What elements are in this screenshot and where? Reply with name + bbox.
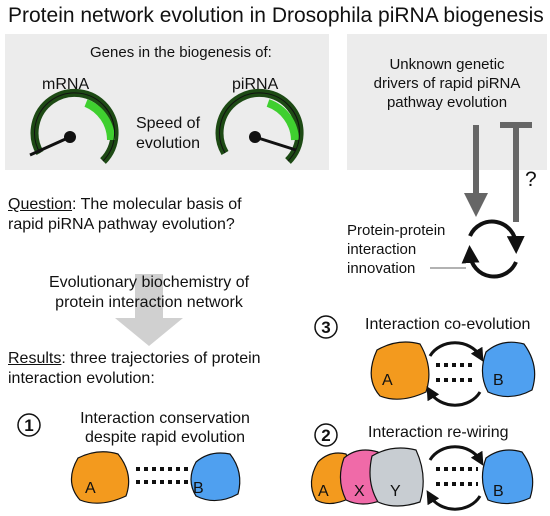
svg-text:A: A — [85, 480, 96, 497]
conservation-title-line1: Interaction conservation — [80, 410, 250, 427]
svg-text:B: B — [193, 480, 204, 497]
dotted-interaction-coevolution — [436, 363, 476, 382]
drivers-line2: drivers of rapid piRNA — [373, 75, 521, 92]
dotted-interaction-conservation — [136, 467, 188, 484]
unknown-question-mark: ? — [525, 168, 537, 191]
results-label: Results — [8, 350, 62, 367]
protein-y-rewiring — [369, 447, 424, 507]
protein-b-coevolution — [481, 341, 536, 398]
results-text: : three trajectories of protein — [61, 350, 261, 367]
svg-text:A: A — [382, 372, 393, 389]
rewiring-proteins: A X Y B — [310, 445, 534, 511]
conservation-proteins: A B — [70, 451, 241, 504]
speed-label-line1: Speed of — [135, 115, 201, 132]
svg-text:X: X — [354, 483, 365, 500]
coevolution-title: Interaction co-evolution — [365, 316, 531, 333]
svg-text:Y: Y — [390, 483, 401, 500]
trajectory-number-3: 3 — [314, 315, 338, 339]
trajectory-number-1: 1 — [17, 413, 41, 437]
question-text: : The molecular basis of — [72, 196, 242, 213]
gauge-pirna-label: piRNA — [232, 76, 279, 93]
coevolution-proteins: A B — [370, 341, 536, 407]
gauge-pirna — [215, 88, 304, 164]
gauge-mrna-label: mRNA — [42, 76, 90, 93]
question-line1: Question: The molecular basis of — [8, 196, 242, 215]
conservation-title-line2: despite rapid evolution — [84, 429, 246, 446]
dotted-interaction-rewiring — [436, 467, 478, 486]
page-title: Protein network evolution in Drosophila … — [8, 4, 544, 27]
approach-line1: Evolutionary biochemistry of — [48, 274, 250, 291]
question-line2: rapid piRNA pathway evolution? — [8, 216, 235, 233]
svg-text:A: A — [318, 483, 329, 500]
protein-b-conservation — [190, 452, 241, 502]
protein-a-coevolution — [370, 341, 430, 400]
svg-text:B: B — [493, 483, 504, 500]
big-down-arrow — [115, 274, 183, 346]
gene-panel-heading: Genes in the biogenesis of: — [90, 44, 272, 61]
innovation-line2: interaction — [347, 241, 417, 258]
svg-text:1: 1 — [24, 416, 33, 435]
question-label: Question — [8, 196, 73, 213]
results-line1: Results: three trajectories of protein — [8, 350, 261, 369]
results-line2: interaction evolution: — [8, 370, 155, 387]
svg-text:3: 3 — [321, 318, 330, 337]
innovation-line3: innovation — [347, 260, 416, 277]
drivers-line3: pathway evolution — [386, 94, 508, 111]
svg-text:B: B — [493, 372, 504, 389]
protein-b-rewiring — [481, 449, 534, 505]
speed-label-line2: evolution — [135, 135, 201, 152]
innovation-cycle-icon — [461, 219, 525, 279]
innovation-line1: Protein-protein — [347, 222, 446, 239]
protein-a-conservation — [70, 451, 130, 504]
svg-text:2: 2 — [321, 426, 330, 445]
drivers-line1: Unknown genetic — [389, 56, 505, 73]
rewiring-title: Interaction re-wiring — [368, 424, 509, 441]
trajectory-number-2: 2 — [314, 423, 338, 447]
approach-line2: protein interaction network — [55, 294, 243, 311]
gauge-mrna — [29, 88, 119, 164]
